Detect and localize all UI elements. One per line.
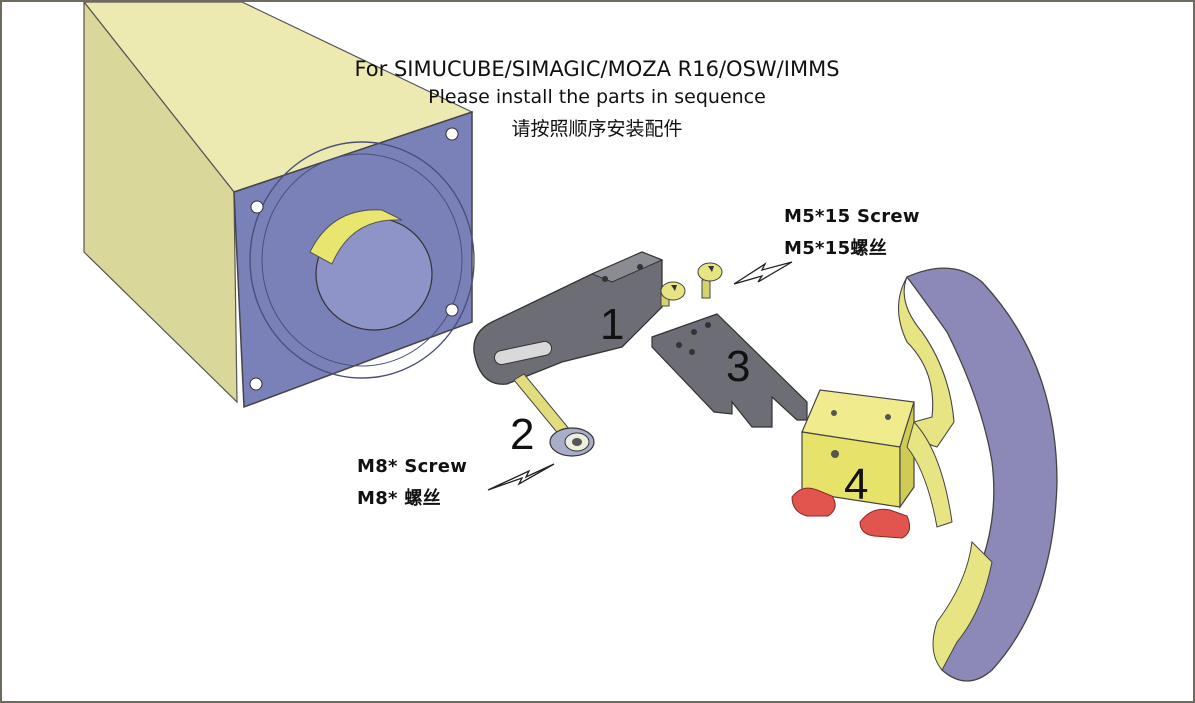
- diagram-title: For SIMUCUBE/SIMAGIC/MOZA R16/OSW/IMMS: [354, 57, 840, 81]
- step-number-2: 2: [510, 410, 535, 459]
- part-2-m8-screw: [513, 373, 595, 457]
- instruction-en: Please install the parts in sequence: [428, 86, 766, 108]
- part-1-bracket: [473, 251, 664, 385]
- step-number-1: 1: [600, 300, 625, 349]
- label-m5-en: M5*15 Screw: [784, 206, 920, 227]
- arrow-m5: [733, 261, 793, 285]
- label-m5-cn: M5*15螺丝: [784, 238, 887, 259]
- part-4-quick-release: [791, 389, 915, 539]
- arrow-m8: [487, 463, 555, 491]
- instruction-cn: 请按照顺序安装配件: [511, 118, 683, 140]
- paddle-shifter: [898, 267, 1058, 682]
- label-m8-en: M8* Screw: [357, 456, 468, 477]
- label-m8-cn: M8* 螺丝: [357, 488, 441, 509]
- step-number-4: 4: [844, 460, 869, 509]
- step-number-3: 3: [726, 342, 751, 391]
- part-3-plate: [651, 313, 808, 428]
- m5-screws: [660, 262, 723, 307]
- wheelbase-motor: [83, 2, 475, 409]
